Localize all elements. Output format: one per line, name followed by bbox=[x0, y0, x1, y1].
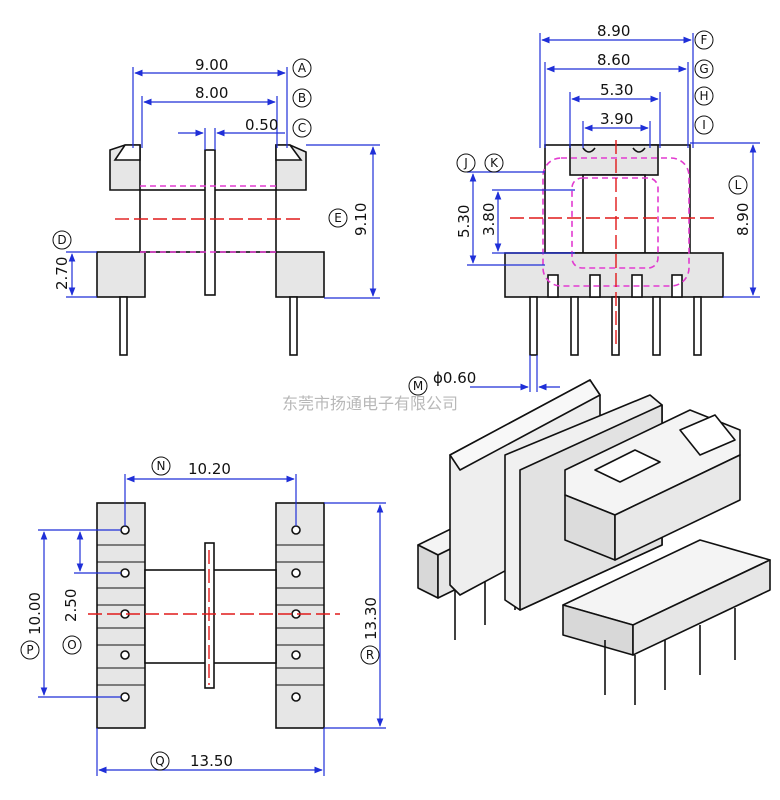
callout-l: L bbox=[735, 178, 742, 192]
front-view bbox=[96, 144, 325, 356]
side-dim-w3: 5.30 bbox=[600, 81, 633, 99]
side-view bbox=[504, 140, 724, 356]
pin-diameter-dim bbox=[470, 355, 560, 392]
callout-p: P bbox=[26, 643, 33, 657]
front-callouts bbox=[52, 58, 348, 250]
callout-n: N bbox=[157, 459, 166, 473]
callout-f: F bbox=[701, 33, 708, 47]
bottom-callouts bbox=[20, 456, 380, 771]
callout-e: E bbox=[334, 211, 342, 225]
front-dim-flange: 0.50 bbox=[245, 116, 278, 134]
side-callouts bbox=[456, 30, 748, 195]
callout-b: B bbox=[298, 91, 306, 105]
callout-r: R bbox=[366, 648, 374, 662]
bottom-dim-pitch: 2.50 bbox=[62, 589, 80, 622]
callout-i: I bbox=[702, 118, 706, 132]
front-dim-base-height: 2.70 bbox=[53, 257, 71, 290]
callout-g: G bbox=[699, 62, 708, 76]
pin-dim: ϕ0.60 bbox=[433, 369, 476, 387]
bottom-view bbox=[88, 502, 340, 729]
front-dim-inner-width: 8.00 bbox=[195, 84, 228, 102]
front-dim-overall-width: 9.00 bbox=[195, 56, 228, 74]
side-dim-h3: 8.90 bbox=[734, 203, 752, 236]
bottom-dim-pin-row: 10.00 bbox=[26, 592, 44, 635]
callout-a: A bbox=[298, 61, 307, 75]
isometric-view bbox=[417, 379, 771, 705]
side-dim-w4: 3.90 bbox=[600, 110, 633, 128]
callout-h: H bbox=[699, 89, 708, 103]
side-dim-w1: 8.90 bbox=[597, 22, 630, 40]
watermark: 东莞市扬通电子有限公司 bbox=[282, 394, 458, 413]
side-dim-h2: 3.80 bbox=[480, 203, 498, 236]
callout-c: C bbox=[298, 121, 306, 135]
callout-o: O bbox=[67, 638, 76, 652]
callout-k: K bbox=[490, 156, 499, 170]
callout-d: D bbox=[57, 233, 66, 247]
callout-q: Q bbox=[155, 754, 164, 768]
bottom-dim-pin-span: 10.20 bbox=[188, 460, 231, 478]
front-dim-height: 9.10 bbox=[352, 203, 370, 236]
side-dim-w2: 8.60 bbox=[597, 51, 630, 69]
callout-m: M bbox=[413, 379, 423, 393]
front-dimensions bbox=[66, 67, 380, 299]
side-dimensions bbox=[467, 33, 760, 298]
bottom-dim-overall-len: 13.30 bbox=[362, 597, 380, 640]
bottom-dim-overall-w: 13.50 bbox=[190, 752, 233, 770]
callout-m-circle bbox=[408, 376, 428, 396]
side-dim-h1: 5.30 bbox=[455, 205, 473, 238]
bottom-dimensions bbox=[38, 474, 386, 776]
callout-j: J bbox=[463, 156, 468, 170]
